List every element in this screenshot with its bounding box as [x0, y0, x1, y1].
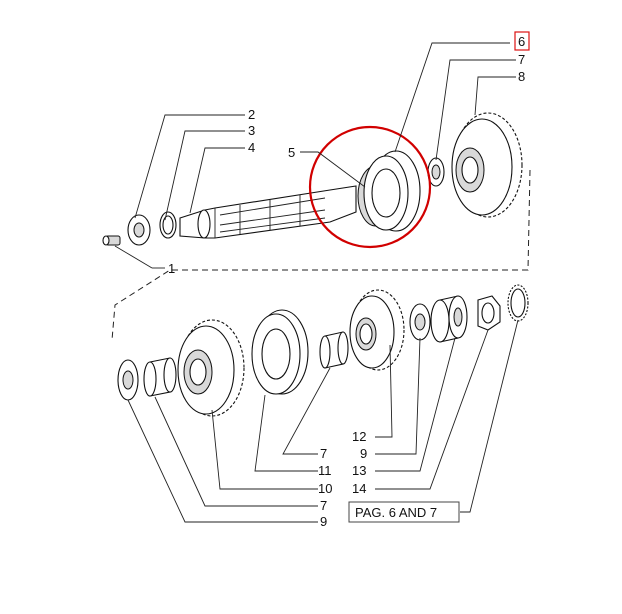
- callout-2: 2: [248, 107, 255, 122]
- callout-1: 1: [168, 261, 175, 276]
- callout-6: 6: [518, 34, 525, 49]
- callout-7-a: 7: [320, 446, 327, 461]
- reference-box-label: PAG. 6 AND 7: [355, 505, 437, 520]
- callout-4: 4: [248, 140, 255, 155]
- callout-8: 8: [518, 69, 525, 84]
- snap-ring-part-3: [159, 211, 177, 239]
- callout-7-b: 7: [320, 498, 327, 513]
- callout-10: 10: [318, 481, 332, 496]
- nut-part-14: [477, 295, 501, 331]
- callout-3: 3: [248, 123, 255, 138]
- callout-9-mid: 9: [360, 446, 367, 461]
- bearing-part-13: [430, 295, 468, 343]
- bearing-part-2: [127, 214, 151, 246]
- washer-part-9-left: [117, 359, 139, 401]
- pin-part-1: [102, 235, 121, 246]
- sync-sleeve-part-11: [251, 309, 309, 395]
- callout-6-highlight-box: [514, 31, 530, 51]
- callout-5: 5: [288, 145, 295, 160]
- callout-9-b: 9: [320, 514, 327, 529]
- bushing-part-7-left: [143, 357, 177, 397]
- gear-part-12: [349, 289, 405, 371]
- callout-11: 11: [318, 463, 332, 478]
- gear-part-10: [177, 319, 245, 417]
- callout-7-top: 7: [518, 52, 525, 67]
- sleeve-part-6: [363, 150, 421, 232]
- bushing-part-7-mid: [319, 331, 349, 369]
- reference-box: [348, 501, 460, 523]
- callout-12: 12: [352, 429, 366, 444]
- washer-part-9-mid: [409, 303, 431, 341]
- ring-reference-part: [507, 284, 529, 322]
- highlight-circle: [308, 125, 432, 249]
- callout-14: 14: [352, 481, 366, 496]
- callout-13: 13: [352, 463, 366, 478]
- gear-part-8: [451, 112, 523, 218]
